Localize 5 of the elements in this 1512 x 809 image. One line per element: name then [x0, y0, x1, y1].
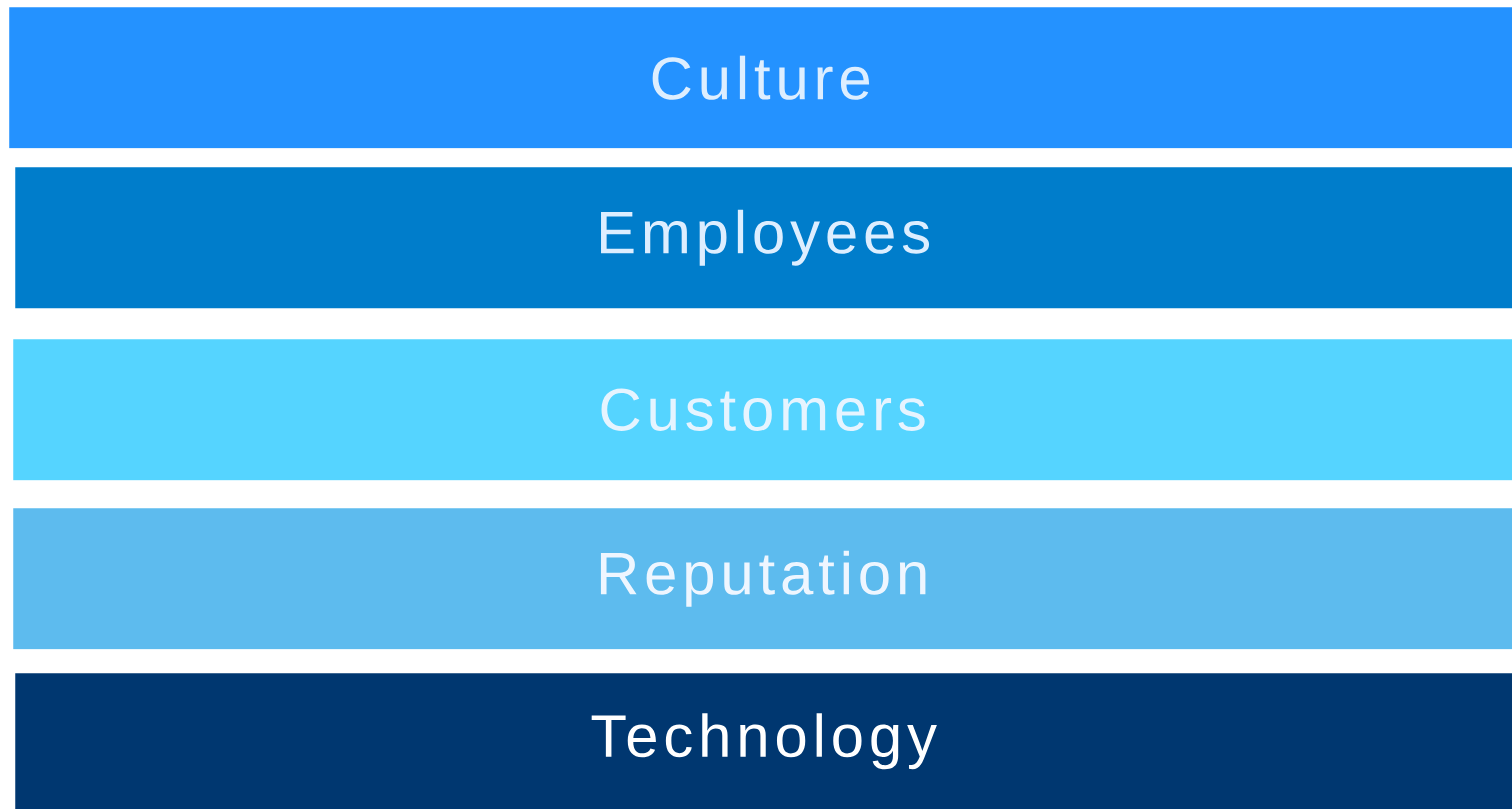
layer-band: Reputation [13, 508, 1512, 650]
layer-band: Customers [13, 339, 1512, 481]
layer-band: Employees [15, 167, 1512, 309]
layer-band: Technology [15, 673, 1512, 809]
layer-band: Culture [9, 7, 1512, 149]
